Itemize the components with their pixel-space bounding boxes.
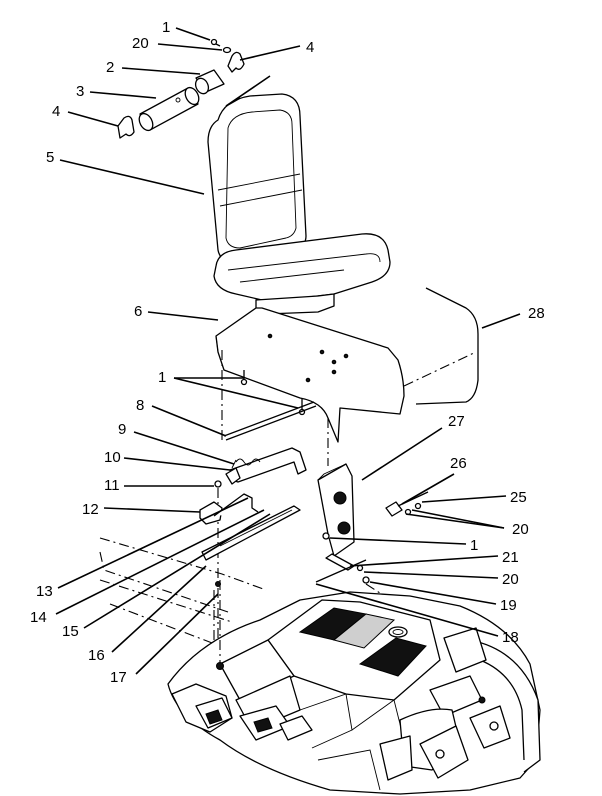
callout-12: 12 — [82, 501, 99, 518]
armrest-hardware-group — [117, 38, 245, 139]
callout-1: 1 — [162, 19, 170, 36]
rod-part — [403, 287, 479, 405]
callout-13: 13 — [36, 583, 53, 600]
callout-18: 18 — [502, 629, 519, 646]
seat-rail-group — [199, 401, 317, 670]
callout-14: 14 — [30, 609, 47, 626]
callout-2: 2 — [106, 59, 114, 76]
callout-28: 28 — [528, 305, 545, 322]
callout-26: 26 — [450, 455, 467, 472]
callout-3: 3 — [76, 83, 84, 100]
callout-16: 16 — [88, 647, 105, 664]
callout-25: 25 — [510, 489, 527, 506]
clip-part — [117, 115, 135, 139]
callout-4: 4 — [306, 39, 314, 56]
callout-21: 21 — [502, 549, 519, 566]
seat-support-part — [315, 463, 429, 607]
callout-27: 27 — [448, 413, 465, 430]
callout-17: 17 — [110, 669, 127, 686]
callout-20: 20 — [502, 571, 519, 588]
callout-20: 20 — [512, 521, 529, 538]
callout-6: 6 — [134, 303, 142, 320]
leader-lines — [55, 27, 521, 675]
seat-pan-part — [215, 307, 405, 466]
tractor-body-part — [99, 537, 541, 795]
callout-20: 20 — [132, 35, 149, 52]
callout-11: 11 — [104, 477, 120, 494]
washer-part — [222, 46, 232, 54]
callout-15: 15 — [62, 623, 79, 640]
callout-1: 1 — [470, 537, 478, 554]
clip-part — [227, 51, 245, 73]
callout-5: 5 — [46, 149, 54, 166]
callout-4: 4 — [52, 103, 60, 120]
callout-19: 19 — [500, 597, 517, 614]
callout-10: 10 — [104, 449, 121, 466]
callout-9: 9 — [118, 421, 126, 438]
callout-labels: 1 20 4 2 3 4 5 6 28 1 8 9 27 10 26 11 25… — [30, 19, 545, 686]
screw-part — [210, 38, 221, 47]
callout-8: 8 — [136, 397, 144, 414]
seat-part — [207, 93, 391, 315]
callout-1: 1 — [158, 369, 166, 386]
